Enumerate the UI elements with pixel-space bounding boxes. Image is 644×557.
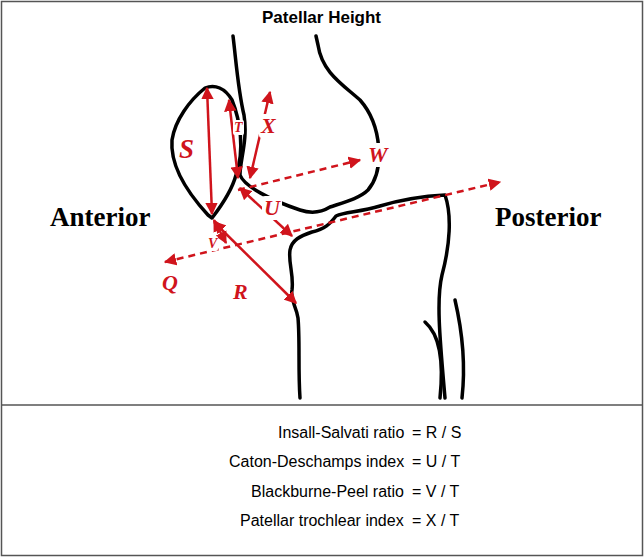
index-name: Patellar trochlear index [240, 512, 404, 530]
fibula-front [425, 322, 441, 398]
direction-label: Anterior [50, 203, 150, 233]
trochlea-line [238, 160, 360, 190]
cd-height [240, 188, 292, 236]
measure-letter: X [259, 114, 278, 138]
index-name: Insall-Salvati ratio [278, 424, 404, 442]
index-formula: = V / T [412, 483, 459, 501]
measure-letter: U [262, 196, 282, 220]
index-formula: = X / T [412, 512, 459, 530]
fibula-back [455, 300, 464, 398]
tendon-length [214, 222, 296, 303]
index-name: Blackburne-Peel ratio [251, 483, 404, 501]
direction-label: Posterior [495, 203, 601, 233]
index-formula: = R / S [412, 424, 461, 442]
measure-letter: R [231, 280, 250, 304]
index-name: Caton-Deschamps index [229, 453, 404, 471]
articular-length [229, 100, 238, 178]
patella-length [207, 88, 212, 214]
femur [233, 36, 379, 212]
tibia [290, 195, 450, 398]
figure-title: Patellar Height [262, 9, 381, 28]
measure-letter: V [207, 236, 218, 251]
index-formula: = U / T [412, 453, 460, 471]
measure-letter: T [233, 120, 244, 135]
measure-letter: S [177, 135, 196, 165]
patella [172, 87, 241, 219]
measure-letter: Q [160, 271, 180, 295]
divider [2, 404, 643, 406]
measure-letter: W [366, 143, 390, 167]
